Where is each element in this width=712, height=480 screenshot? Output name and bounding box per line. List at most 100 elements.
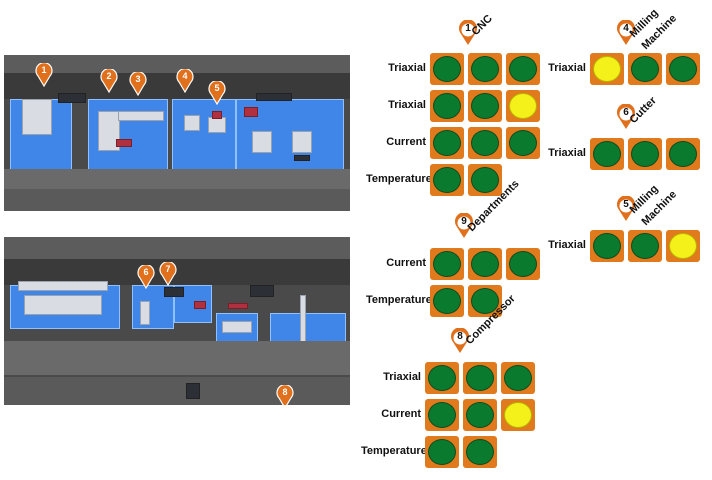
sensor-label: Temperature	[366, 173, 432, 185]
group-pin-number: 1	[465, 23, 471, 34]
sensor-status-cell[interactable]	[628, 230, 662, 262]
group-pin-number: 6	[623, 107, 629, 118]
floor-plan-top: 1 2 3 4 5	[4, 55, 350, 211]
map-pin-5[interactable]: 5	[208, 81, 226, 105]
floor-plan-bottom: 6 7 8	[4, 237, 350, 405]
status-ok-indicator	[471, 167, 499, 193]
status-ok-indicator	[509, 130, 537, 156]
status-ok-indicator	[631, 233, 659, 259]
map-pin-3[interactable]: 3	[129, 72, 147, 96]
sensor-status-cell[interactable]	[430, 53, 464, 85]
sensor-label: Triaxial	[548, 147, 586, 159]
status-ok-indicator	[433, 288, 461, 314]
status-ok-indicator	[471, 288, 499, 314]
sensor-label: Current	[386, 136, 426, 148]
status-ok-indicator	[631, 56, 659, 82]
group-title: CNC	[469, 12, 495, 39]
group-pin-number: 8	[457, 331, 463, 342]
sensor-label: Triaxial	[388, 62, 426, 74]
group-pin-5[interactable]: 5	[616, 195, 636, 221]
status-ok-indicator	[669, 141, 697, 167]
sensor-label: Triaxial	[548, 239, 586, 251]
sensor-status-cell[interactable]	[468, 90, 502, 122]
sensor-status-cell[interactable]	[468, 127, 502, 159]
sensor-label: Temperature	[361, 445, 427, 457]
status-warning-indicator	[669, 233, 697, 259]
sensor-label: Current	[381, 408, 421, 420]
sensor-status-cell[interactable]	[628, 53, 662, 85]
sensor-label: Triaxial	[383, 371, 421, 383]
status-ok-indicator	[428, 402, 456, 428]
sensor-status-cell[interactable]	[501, 399, 535, 431]
status-ok-indicator	[466, 439, 494, 465]
sensor-status-cell[interactable]	[468, 285, 502, 317]
status-ok-indicator	[593, 233, 621, 259]
status-ok-indicator	[504, 365, 532, 391]
status-ok-indicator	[433, 93, 461, 119]
group-pin-6[interactable]: 6	[616, 103, 636, 129]
group-pin-number: 9	[461, 216, 467, 227]
status-ok-indicator	[471, 251, 499, 277]
group-pin-number: 5	[623, 199, 629, 210]
sensor-status-cell[interactable]	[666, 230, 700, 262]
sensor-status-cell[interactable]	[463, 362, 497, 394]
sensor-status-cell[interactable]	[430, 285, 464, 317]
group-pin-8[interactable]: 8	[450, 327, 470, 353]
sensor-status-cell[interactable]	[425, 436, 459, 468]
status-ok-indicator	[631, 141, 659, 167]
status-ok-indicator	[466, 402, 494, 428]
sensor-status-cell[interactable]	[666, 138, 700, 170]
status-ok-indicator	[433, 130, 461, 156]
sensor-status-cell[interactable]	[430, 127, 464, 159]
status-ok-indicator	[466, 365, 494, 391]
sensor-status-cell[interactable]	[666, 53, 700, 85]
status-ok-indicator	[433, 167, 461, 193]
sensor-status-cell[interactable]	[501, 362, 535, 394]
status-ok-indicator	[509, 251, 537, 277]
sensor-status-cell[interactable]	[590, 230, 624, 262]
sensor-status-cell[interactable]	[506, 53, 540, 85]
status-ok-indicator	[471, 130, 499, 156]
group-pin-9[interactable]: 9	[454, 212, 474, 238]
group-pin-1[interactable]: 1	[458, 19, 478, 45]
sensor-label: Current	[386, 257, 426, 269]
sensor-status-cell[interactable]	[425, 399, 459, 431]
status-ok-indicator	[471, 93, 499, 119]
map-pin-4[interactable]: 4	[176, 69, 194, 93]
sensor-status-cell[interactable]	[468, 164, 502, 196]
status-ok-indicator	[471, 56, 499, 82]
map-pin-8[interactable]: 8	[276, 385, 294, 405]
sensor-status-cell[interactable]	[506, 248, 540, 280]
group-pin-number: 4	[623, 23, 629, 34]
status-warning-indicator	[504, 402, 532, 428]
sensor-status-cell[interactable]	[463, 399, 497, 431]
sensor-status-cell[interactable]	[425, 362, 459, 394]
sensor-label: Triaxial	[388, 99, 426, 111]
sensor-status-cell[interactable]	[468, 53, 502, 85]
status-ok-indicator	[433, 56, 461, 82]
sensor-status-cell[interactable]	[430, 248, 464, 280]
sensor-status-cell[interactable]	[430, 90, 464, 122]
status-ok-indicator	[593, 141, 621, 167]
map-pin-1[interactable]: 1	[35, 63, 53, 87]
sensor-status-cell[interactable]	[628, 138, 662, 170]
status-ok-indicator	[428, 439, 456, 465]
sensor-status-cell[interactable]	[506, 127, 540, 159]
sensor-status-cell[interactable]	[590, 138, 624, 170]
sensor-label: Temperature	[366, 294, 432, 306]
sensor-status-cell[interactable]	[430, 164, 464, 196]
map-pin-6[interactable]: 6	[137, 265, 155, 289]
status-warning-indicator	[509, 93, 537, 119]
map-pin-7[interactable]: 7	[159, 262, 177, 286]
status-ok-indicator	[669, 56, 697, 82]
status-ok-indicator	[428, 365, 456, 391]
group-pin-4[interactable]: 4	[616, 19, 636, 45]
map-pin-2[interactable]: 2	[100, 69, 118, 93]
sensor-status-cell[interactable]	[468, 248, 502, 280]
sensor-status-cell[interactable]	[463, 436, 497, 468]
sensor-label: Triaxial	[548, 62, 586, 74]
status-ok-indicator	[433, 251, 461, 277]
zone-milling	[172, 99, 236, 171]
sensor-status-cell[interactable]	[506, 90, 540, 122]
sensor-status-cell[interactable]	[590, 53, 624, 85]
